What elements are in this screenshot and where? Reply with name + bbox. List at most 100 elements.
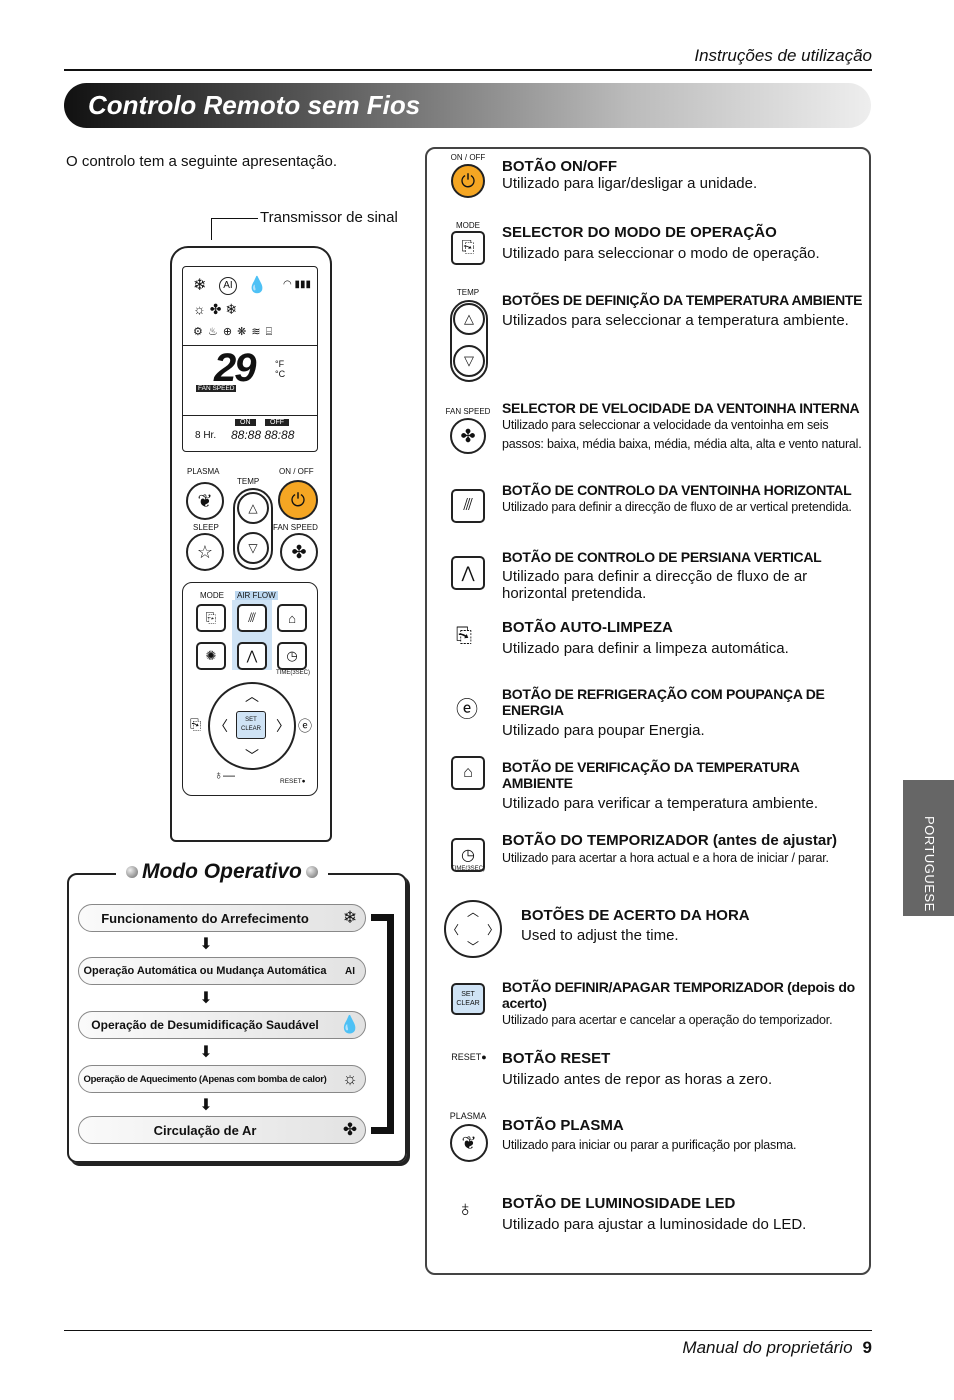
arrow-down-icon: ⬇ — [199, 1044, 213, 1061]
plasma-caption: PLASMA — [449, 1111, 487, 1121]
lcd-on-label: ON — [235, 419, 256, 426]
cycle-loop-line — [387, 914, 394, 1134]
page-number: 9 — [862, 1338, 872, 1357]
item-timer: BOTÃO DO TEMPORIZADOR (antes de ajustar)… — [502, 832, 838, 865]
remote-lower-panel — [182, 582, 318, 796]
section-banner: Controlo Remoto sem Fios — [64, 83, 871, 128]
remote-airflow-button[interactable]: ✺ — [196, 642, 226, 670]
triangle-up-icon: △ — [453, 303, 485, 335]
remote-reset-label[interactable]: RESET● — [280, 778, 306, 785]
remote-fanspeed-button[interactable]: ✤ — [280, 533, 318, 571]
remote-lcd-display: ❄ AI 💧 ◠ ▮▮▮ ☼ ✤ ❄ ⚙ ♨ ⊕ ❋ ≋ ⌸ °F°C FAN … — [182, 266, 318, 452]
mode-icon: ⎘ — [451, 231, 485, 265]
cycle-loop-bottom — [371, 1127, 394, 1134]
energy-saving-icon: ⓔ — [456, 697, 479, 722]
horizontal-vane-icon: ⫻ — [248, 610, 256, 625]
chevron-left-icon: 〈 — [447, 922, 460, 937]
chevron-up-icon: ︿ — [466, 905, 479, 919]
onoff-caption: ON / OFF — [450, 153, 486, 162]
dpad-icon: ︿ ﹀ 〈 〉 — [444, 900, 502, 958]
remote-onoff-label: ON / OFF — [279, 467, 314, 476]
mode-icon: ⎘ — [205, 610, 217, 625]
lcd-temp-units: °F°C — [275, 359, 286, 379]
star-icon: ☆ — [196, 541, 214, 562]
temp-caption: TEMP — [456, 288, 480, 297]
reset-caption: RESET● — [451, 1052, 487, 1062]
mode-item-heating: Operação de Aquecimento (Apenas com bomb… — [78, 1065, 366, 1093]
chevron-down-icon: ﹀ — [245, 748, 259, 764]
power-icon: ⏻ — [451, 164, 485, 198]
lcd-divider — [183, 345, 317, 346]
remote-led-icon[interactable]: ♁— — [214, 768, 235, 782]
remote-energy-saving-icon[interactable]: ⓔ — [298, 718, 312, 734]
item-temp: BOTÕES DE DEFINIÇÃO DA TEMPERATURA AMBIE… — [502, 292, 863, 329]
remote-sleep-button[interactable]: ☆ — [186, 533, 224, 571]
remote-temp-down-button[interactable]: ▽ — [237, 532, 269, 564]
item-set-clear: BOTÃO DEFINIR/APAGAR TEMPORIZADOR (depoi… — [502, 979, 855, 1027]
house-icon: ⌂ — [288, 610, 296, 626]
mode-item-dehumidify: Operação de Desumidificação Saudável 💧 — [78, 1011, 366, 1039]
item-horizontal-vane: BOTÃO DE CONTROLO DA VENTOINHA HORIZONTA… — [502, 482, 852, 514]
transmitter-leader-arrow — [211, 218, 212, 240]
remote-room-temp-check-button[interactable]: ⌂ — [277, 604, 307, 632]
mode-caption: MODE — [456, 221, 480, 230]
lcd-divider-2 — [183, 415, 317, 416]
footer-rule — [64, 1330, 872, 1331]
item-led: BOTÃO DE LUMINOSIDADE LED Utilizado para… — [502, 1195, 807, 1233]
chevron-right-icon: 〉 — [486, 922, 499, 937]
fan-icon: ✤ — [342, 1120, 358, 1139]
remote-temp-label: TEMP — [237, 477, 260, 486]
auto-clean-icon: ⎘ — [456, 625, 472, 647]
remote-onoff-button[interactable]: ⏻ — [278, 480, 318, 520]
lcd-temperature: 29 — [214, 346, 256, 390]
remote-plasma-button[interactable]: ❦ — [186, 482, 224, 520]
remote-plasma-label: PLASMA — [187, 467, 220, 476]
remote-sleep-label: SLEEP — [193, 523, 219, 532]
remote-mode-button[interactable]: ⎘ — [196, 604, 226, 632]
remote-mode-label: MODE — [200, 591, 224, 600]
item-onoff: BOTÃO ON/OFF Utilizado para ligar/deslig… — [502, 158, 758, 192]
airflow-icon: ✺ — [205, 648, 217, 663]
fan-icon: ✤ — [450, 418, 486, 454]
item-room-temp-check: BOTÃO DE VERIFICAÇÃO DA TEMPERATURA AMBI… — [502, 759, 818, 812]
remote-autoclean-icon[interactable]: ⎘ — [190, 716, 202, 732]
section-title: Controlo Remoto sem Fios — [88, 90, 421, 120]
remote-horizontal-vane-button[interactable]: ⫻ — [237, 604, 267, 632]
chevron-up-icon: ︿ — [245, 688, 259, 704]
light-bulb-icon: ♁ — [457, 1196, 474, 1221]
temp-rocker-icon: △ ▽ — [450, 300, 488, 382]
remote-temp-rocker: △ ▽ — [233, 488, 273, 570]
triangle-down-icon: ▽ — [248, 541, 258, 555]
item-auto-clean: BOTÃO AUTO-LIMPEZA Utilizado para defini… — [502, 619, 789, 657]
bullet-icon — [305, 866, 318, 879]
chevron-down-icon: ﹀ — [466, 940, 479, 954]
plasma-icon: ❦ — [197, 490, 213, 511]
item-mode: SELECTOR DO MODO DE OPERAÇÃO Utilizado p… — [502, 224, 820, 262]
cycle-loop-top — [371, 914, 394, 921]
item-energy-saving: BOTÃO DE REFRIGERAÇÃO COM POUPANÇA DE EN… — [502, 686, 825, 739]
arrow-down-icon: ⬇ — [199, 936, 213, 953]
power-icon: ⏻ — [290, 489, 306, 510]
remote-temp-up-button[interactable]: △ — [237, 492, 269, 524]
bullet-icon — [126, 866, 138, 879]
remote-timer-button[interactable]: ◷ — [277, 642, 307, 670]
lcd-droplet-icon: 💧 — [247, 277, 267, 294]
header-rule — [64, 69, 872, 71]
modo-operativo-title: Modo Operativo — [116, 860, 328, 884]
house-icon: ⌂ — [451, 756, 485, 790]
clock-icon: ◷ — [451, 838, 485, 872]
sun-icon: ☼ — [342, 1069, 358, 1088]
clock-icon: ◷ — [286, 648, 298, 663]
mode-item-air-circulation: Circulação de Ar ✤ — [78, 1116, 366, 1144]
timer-caption: TIME(3SEC) — [450, 866, 485, 872]
arrow-down-icon: ⬇ — [199, 1097, 213, 1114]
lcd-snowflake-icon: ❄ — [193, 277, 207, 294]
mode-item-cooling: Funcionamento do Arrefecimento ❄ — [78, 904, 366, 932]
remote-vertical-louver-button[interactable]: ⋀ — [237, 642, 267, 670]
plasma-icon: ❦ — [450, 1124, 488, 1162]
fanspeed-caption: FAN SPEED — [445, 407, 491, 416]
running-header: Instruções de utilização — [694, 46, 872, 65]
